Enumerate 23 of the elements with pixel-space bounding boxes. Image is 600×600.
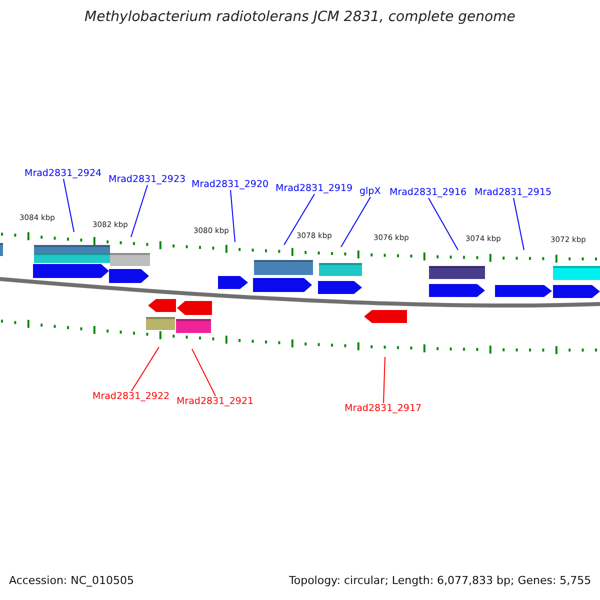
leader-line — [383, 356, 386, 404]
gene-label: Mrad2831_2924 — [24, 168, 102, 179]
gene-label: Mrad2831_2915 — [474, 187, 552, 198]
leader-line — [513, 198, 524, 250]
title: Methylobacterium radiotolerans JCM 2831, complete genome — [84, 9, 516, 25]
gene-label: Mrad2831_2919 — [276, 183, 353, 194]
leader-line — [63, 178, 74, 232]
gene-label: Mrad2831_2922 — [92, 391, 170, 402]
leader-line — [131, 346, 160, 392]
leader-line — [230, 190, 236, 242]
leader-line — [284, 194, 315, 246]
leader-line — [130, 184, 148, 238]
leader-line — [428, 198, 458, 250]
gene-label: Mrad2831_2917 — [344, 403, 422, 414]
footer-text: Accession: NC_010505 — [9, 574, 134, 587]
footer-text: Topology: circular; Length: 6,077,833 bp; Genes: 5,755 — [289, 574, 592, 587]
gene-label: Mrad2831_2921 — [176, 396, 254, 407]
leader-line — [192, 348, 216, 396]
gene-label: Mrad2831_2916 — [390, 187, 467, 198]
gene-label: Mrad2831_2923 — [108, 174, 186, 185]
leader-line — [340, 196, 371, 248]
gene-label: glpX — [360, 186, 381, 197]
gene-label: Mrad2831_2920 — [192, 179, 269, 190]
